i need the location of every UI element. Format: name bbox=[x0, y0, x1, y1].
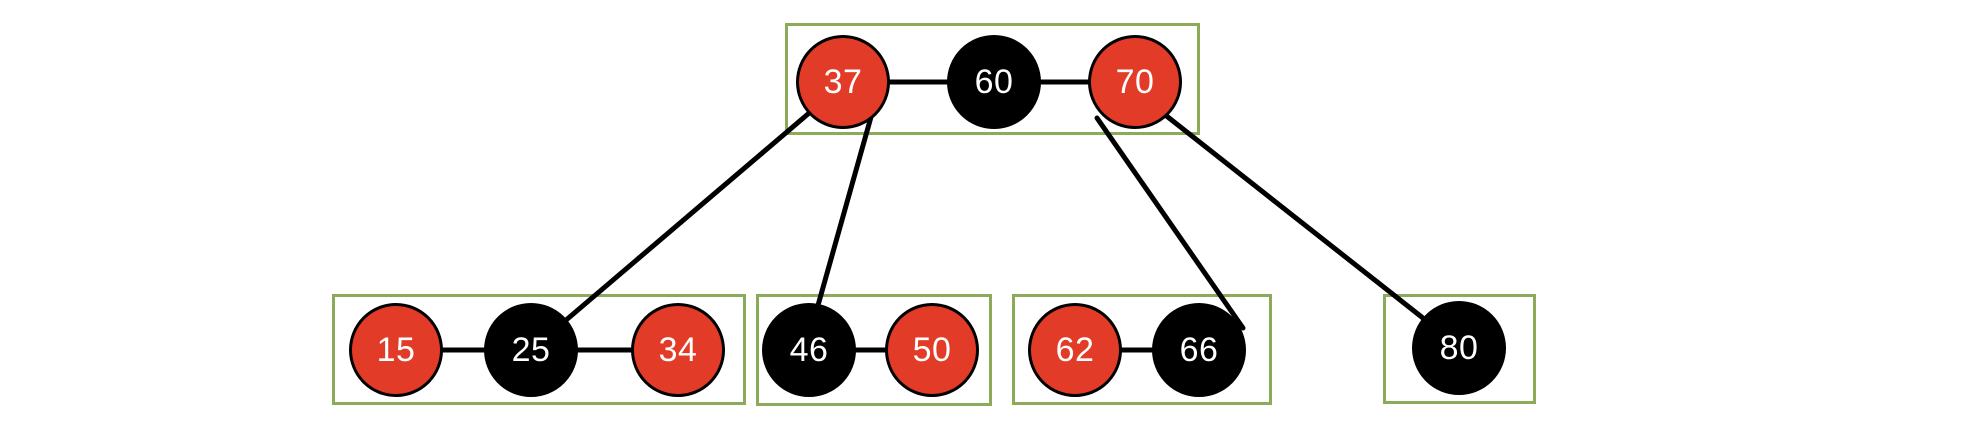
group-box-leaf-group-15-25-34 bbox=[332, 294, 746, 405]
edge-70-66 bbox=[1094, 115, 1246, 331]
node-label: 34 bbox=[658, 331, 698, 369]
node-label: 46 bbox=[789, 331, 829, 369]
group-box-leaf-group-46-50 bbox=[756, 294, 992, 406]
node-label: 70 bbox=[1115, 63, 1155, 101]
tree-node-60: 60 bbox=[947, 35, 1041, 129]
group-box-root-group bbox=[785, 23, 1200, 135]
tree-node-15: 15 bbox=[349, 303, 443, 397]
edge-37-25 bbox=[542, 111, 811, 341]
tree-node-50: 50 bbox=[885, 303, 979, 397]
tree-node-70: 70 bbox=[1088, 35, 1182, 129]
tree-node-46: 46 bbox=[762, 303, 856, 397]
tree-node-66: 66 bbox=[1152, 303, 1246, 397]
node-label: 60 bbox=[974, 63, 1014, 101]
node-label: 62 bbox=[1055, 331, 1095, 369]
node-label: 37 bbox=[823, 63, 863, 101]
edge-70-80 bbox=[1161, 111, 1431, 325]
node-label: 66 bbox=[1179, 331, 1219, 369]
node-label: 80 bbox=[1439, 329, 1479, 367]
tree-node-37: 37 bbox=[796, 35, 890, 129]
group-box-leaf-group-62-66 bbox=[1012, 294, 1272, 405]
tree-node-34: 34 bbox=[631, 303, 725, 397]
tree-node-25: 25 bbox=[484, 303, 578, 397]
tree-node-62: 62 bbox=[1028, 303, 1122, 397]
node-label: 25 bbox=[511, 331, 551, 369]
node-label: 50 bbox=[912, 331, 952, 369]
group-box-leaf-group-80 bbox=[1383, 294, 1536, 404]
node-label: 15 bbox=[376, 331, 416, 369]
tree-node-80: 80 bbox=[1412, 301, 1506, 395]
